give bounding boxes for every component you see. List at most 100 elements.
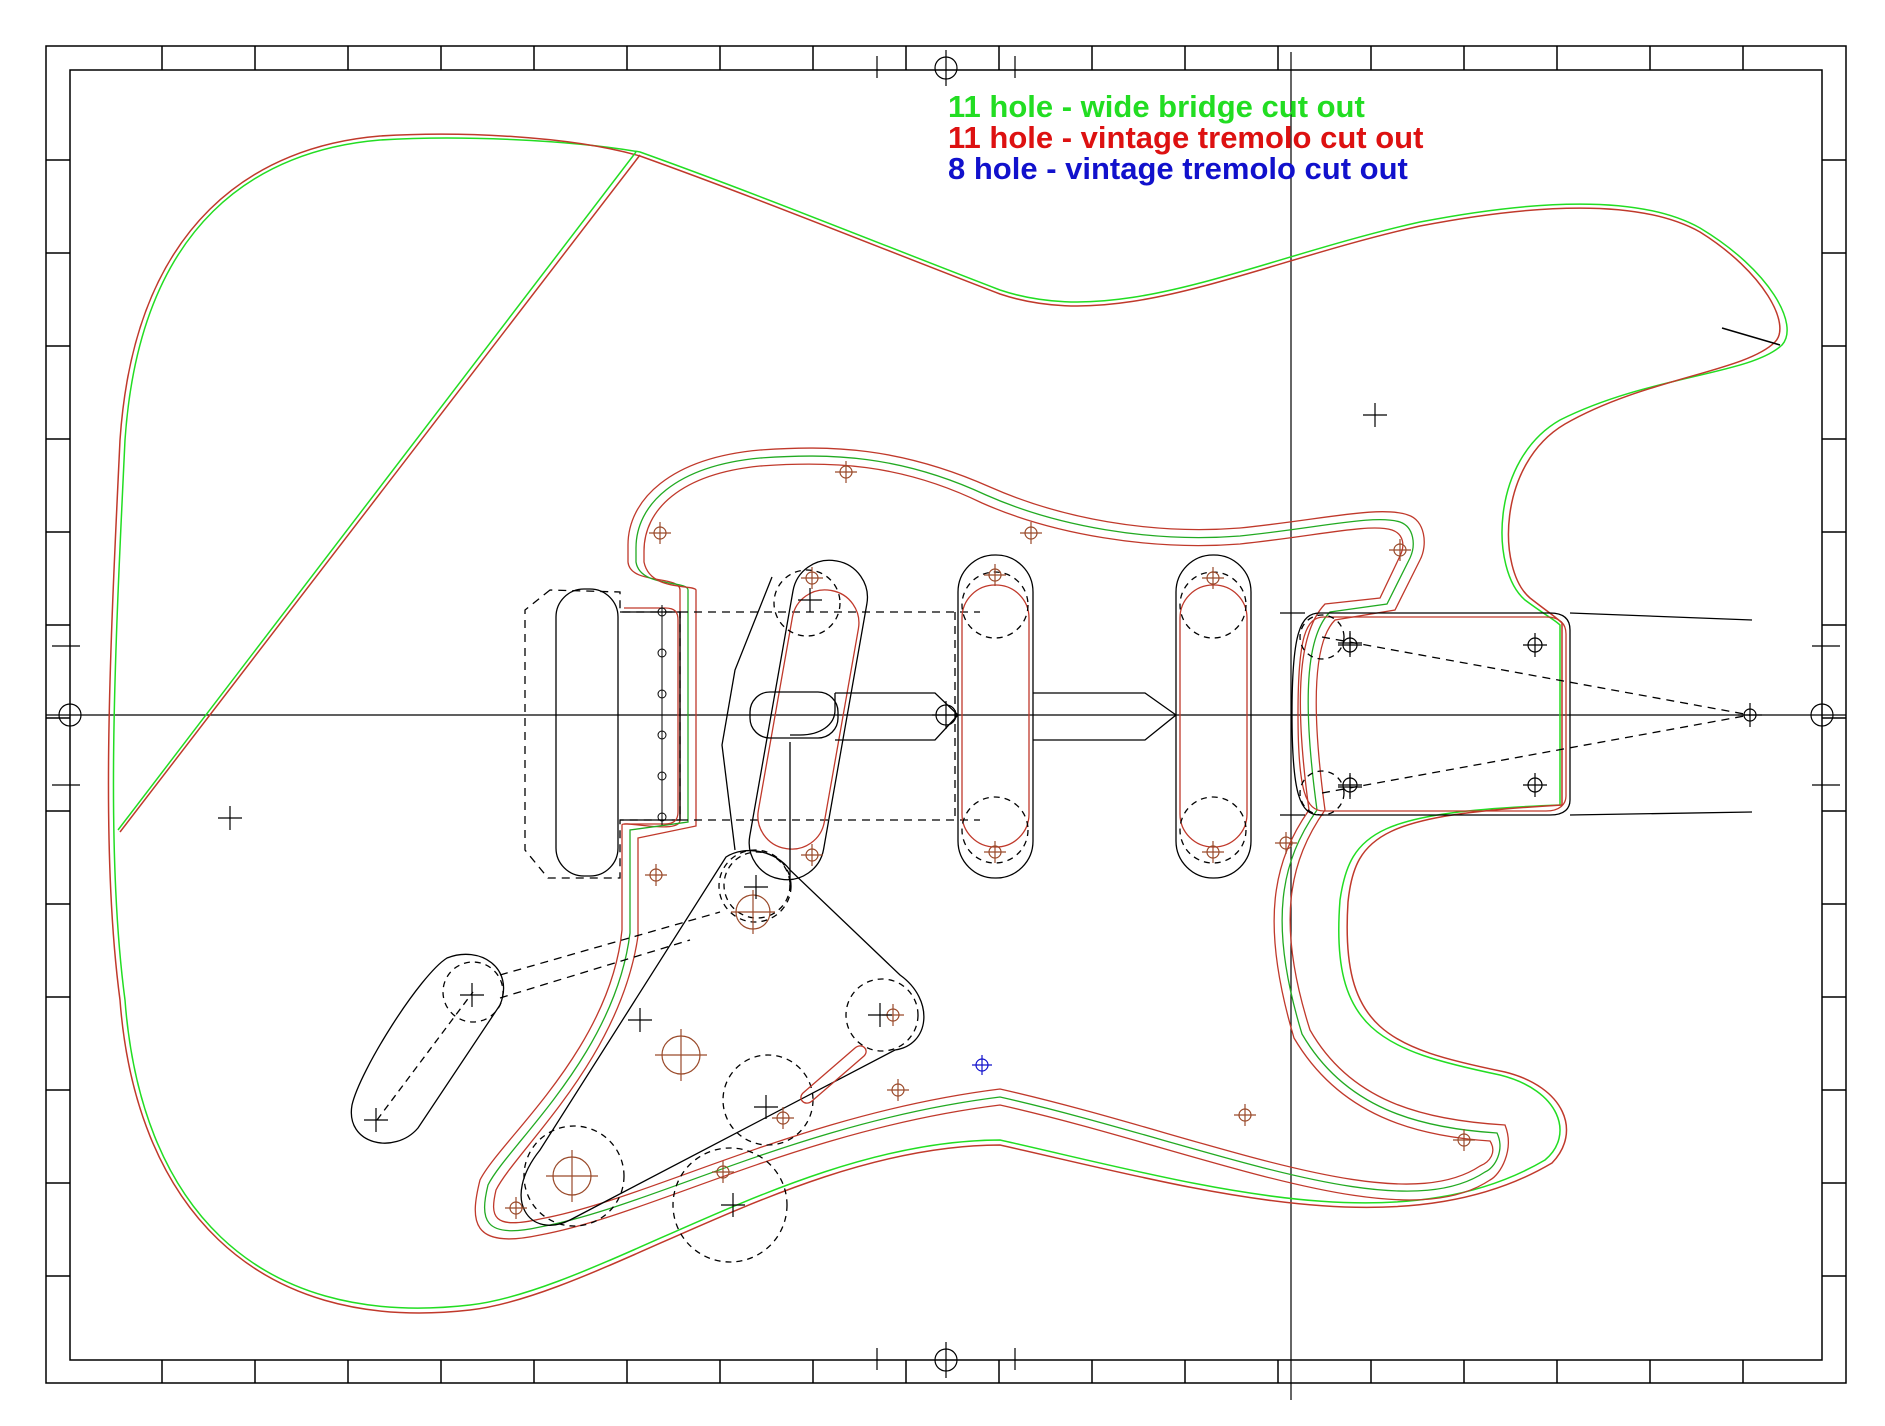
body-outline [107, 133, 1788, 1314]
pickup-mount-hole [984, 841, 1006, 863]
pickguard-screw-hole [1020, 522, 1042, 544]
right-registration-circle [1810, 703, 1834, 727]
bridge-pickup-end-bottom [723, 851, 791, 919]
bridge-pickup-end-top [773, 569, 841, 637]
pickup-mount-hole [801, 844, 823, 866]
body-outline-red [107, 133, 1781, 1314]
pickguard-screw-hole [712, 1161, 734, 1183]
bridge-cavity-slot [555, 588, 619, 877]
pickguard-outline-red-outer [474, 447, 1509, 1240]
pickguard-screw-hole [649, 522, 671, 544]
neck-pocket-outline-red [1297, 616, 1567, 812]
neck-pocket [1280, 612, 1753, 816]
cavity-pot-circle-low [672, 1147, 788, 1263]
pickguard-screw-hole [645, 864, 667, 886]
jack-cavity-outline [350, 953, 505, 1144]
jack-channel-bottom [499, 939, 691, 999]
bridge-cavity [524, 588, 980, 879]
pickup-mount-hole [1202, 841, 1224, 863]
pickguard-screw-hole [1275, 832, 1297, 854]
pickup-routes [721, 554, 1252, 919]
pickguard-screw-hole [1389, 539, 1411, 561]
neck-pickup-route [1175, 554, 1252, 879]
cavity-pot-circle-bottom [523, 1125, 625, 1227]
pickguard-outline-green [483, 455, 1501, 1232]
neck-taper-top [1321, 636, 1751, 716]
control-cavity [520, 849, 925, 1263]
pickguard-outline-red-inner [493, 463, 1494, 1224]
pickguard-screw-hole [505, 1197, 527, 1219]
legend-item-8-hole-vintage: 8 hole - vintage tremolo cut out [948, 151, 1408, 186]
bridge-pickup-route [748, 559, 869, 881]
bridge-pickup-route-red [757, 589, 860, 850]
neck-screw-hole [1338, 633, 1362, 657]
jack-channel-top [499, 911, 721, 976]
pickguard-screw-hole [887, 1079, 909, 1101]
legend-item-wide-bridge: 11 hole - wide bridge cut out [948, 89, 1365, 124]
forearm-contour-red [119, 154, 641, 833]
switch-slot [800, 1045, 867, 1104]
construction-cross [364, 1108, 388, 1132]
neck-pickup-route-red [1179, 584, 1248, 848]
pot-hole-middle [655, 1029, 707, 1081]
construction-cross [721, 1193, 745, 1217]
pickup-mount-hole [801, 567, 823, 589]
pickguard-screw-hole [1234, 1104, 1256, 1126]
pickguard [474, 447, 1509, 1240]
jack-axis [376, 991, 474, 1121]
pickguard-screw-hole [835, 461, 857, 483]
bridge-screw-hole [657, 730, 667, 740]
construction-cross [868, 1003, 892, 1027]
left-registration-circle [58, 703, 82, 727]
bridge-cavity-dashed [524, 589, 681, 879]
bridge-screw-holes [657, 605, 667, 825]
bridge-screw-hole [657, 648, 667, 658]
construction-cross [1363, 403, 1387, 427]
horn-contour-line [1721, 327, 1781, 346]
jack-cavity [350, 911, 721, 1144]
neck-pickup-end-bottom [1179, 796, 1247, 864]
control-cavity-outline [520, 849, 925, 1226]
neck-pocket-corner-left-top [1299, 614, 1345, 660]
neck-taper-bottom [1321, 714, 1751, 794]
neck-screw-hole [1338, 773, 1362, 797]
neck-pocket-corner-left-bottom [1299, 770, 1345, 816]
markers [218, 403, 1762, 1219]
pickup-mount-hole [1202, 567, 1224, 589]
neck-pocket-outline [1291, 612, 1571, 816]
middle-pickup-route-red [961, 584, 1030, 848]
construction-cross [628, 1008, 652, 1032]
construction-cross [744, 875, 768, 899]
bridge-screw-hole [657, 689, 667, 699]
legend: 11 hole - wide bridge cut out 11 hole - … [948, 89, 1423, 186]
jack-end-circle [442, 961, 504, 1023]
legend-item-11-hole-vintage: 11 hole - vintage tremolo cut out [948, 120, 1423, 155]
frame-ticks [46, 46, 1846, 1383]
bridge-screw-hole [657, 812, 667, 822]
forearm-contour-green [117, 151, 637, 831]
center-hole [932, 701, 960, 729]
pickguard-screw-hole [1453, 1129, 1475, 1151]
pickup-mount-hole [984, 564, 1006, 586]
vintage-8-hole-marker [972, 1055, 992, 1075]
pot-hole-bottom [546, 1150, 598, 1202]
cavity-pot-circle-right [845, 978, 919, 1052]
pickup-channel [835, 692, 1178, 741]
bridge-pickup-lead-channel [789, 693, 836, 890]
switch-mount-hole [772, 1107, 794, 1129]
neck-taper-point [1738, 703, 1762, 727]
construction-cross [754, 1095, 778, 1119]
construction-cross [798, 588, 822, 612]
body-outline-green [112, 137, 1788, 1309]
construction-cross [218, 806, 242, 830]
bridge-plate-outline-red [624, 607, 679, 825]
middle-pickup-route [957, 554, 1034, 879]
cavity-pot-circle-top [718, 849, 792, 923]
neck-edge-bottom [1569, 811, 1753, 816]
neck-screw-hole [1523, 773, 1547, 797]
pot-hole-top [731, 890, 775, 934]
control-cavity-edge [721, 576, 773, 851]
neck-screw-hole [1523, 633, 1547, 657]
bridge-plate-outline [620, 611, 681, 821]
